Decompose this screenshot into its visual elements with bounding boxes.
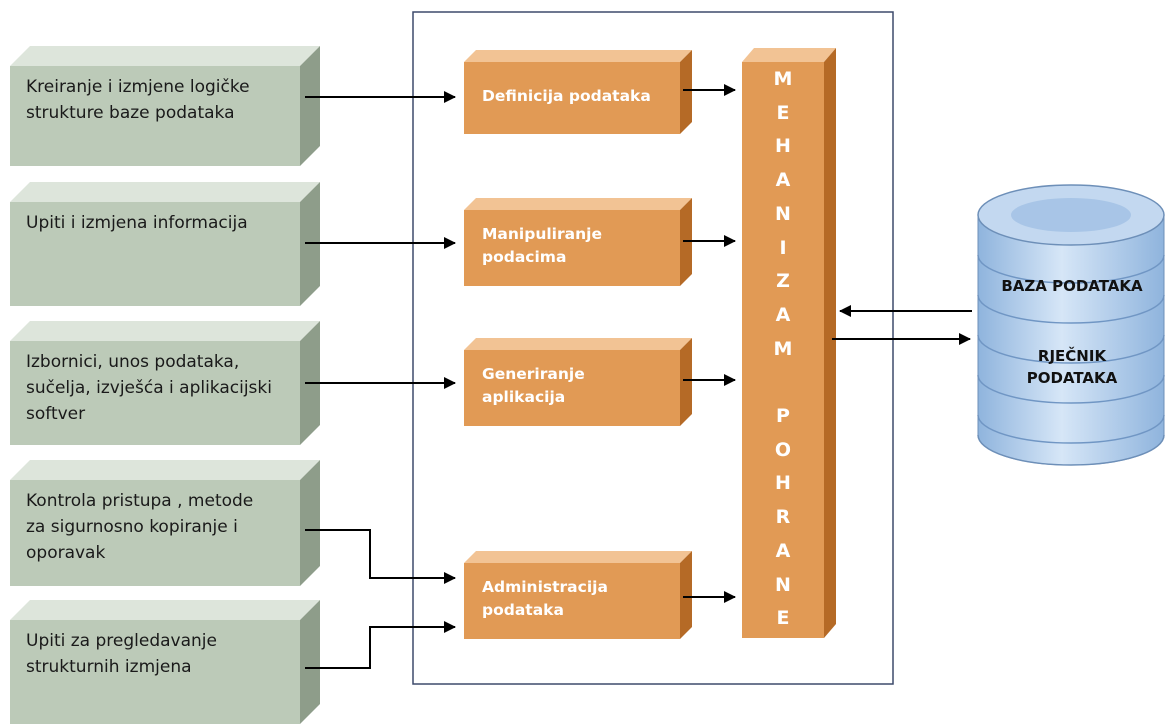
function-label: Generiranje	[482, 365, 585, 383]
function-label: Definicija podataka	[482, 87, 651, 105]
arrow-input5-to-administration	[305, 621, 456, 669]
input-text-line: Kontrola pristupa , metode	[26, 491, 254, 511]
data-dictionary-line: PODATAKA	[1026, 369, 1118, 387]
database-label: BAZA PODATAKA	[1001, 277, 1143, 295]
mechanism-letter: H	[775, 135, 791, 158]
function-box-edges	[464, 50, 692, 639]
arrow-input4-to-administration	[305, 529, 456, 584]
input-box-access-control: Kontrola pristupa , metode za sigurnosno…	[10, 480, 300, 586]
system-frame	[412, 11, 894, 685]
input-box-edge-top	[10, 460, 320, 480]
input-box-edge-side	[300, 46, 320, 166]
mechanism-letter: E	[776, 607, 790, 630]
input-box-edge-top	[10, 600, 320, 620]
mechanism-letter: E	[776, 101, 790, 124]
function-box-edge-top	[464, 198, 692, 210]
input-text-line: Kreiranje i izmjene logičke	[26, 77, 250, 97]
mechanism-top-edge	[742, 48, 836, 62]
function-box-edge-top	[464, 338, 692, 350]
function-box-edge-top	[464, 50, 692, 62]
data-dictionary-line: RJEČNIK	[1037, 347, 1107, 365]
input-text-line: sučelja, izvješća i aplikacijski	[26, 378, 272, 398]
input-text-line: oporavak	[26, 543, 106, 563]
input-box-edge-top	[10, 46, 320, 66]
input-text-line: strukture baze podataka	[26, 103, 235, 123]
function-box-edge-side	[680, 338, 692, 426]
mechanism-letter: A	[775, 169, 791, 192]
input-box-structure-queries: Upiti za pregledavanje strukturnih izmje…	[10, 620, 300, 724]
input-box-logical-structure: Kreiranje i izmjene logičke strukture ba…	[10, 66, 300, 166]
mechanism-letter: A	[775, 303, 791, 326]
input-text-line: za sigurnosno kopiranje i	[26, 517, 238, 537]
input-text-line: softver	[26, 404, 86, 424]
mechanism-letter: P	[776, 405, 790, 427]
function-label: Manipuliranje	[482, 225, 602, 243]
mechanism-letter: M	[773, 337, 793, 360]
data-dictionary-label: RJEČNIK PODATAKA	[980, 345, 1164, 389]
mechanism-letter: H	[775, 472, 791, 495]
function-box-edge-side	[680, 551, 692, 639]
input-text-line: Izbornici, unos podataka,	[26, 352, 240, 372]
function-box-edge-side	[680, 50, 692, 134]
input-text-line: Upiti za pregledavanje	[26, 631, 217, 651]
function-data-administration: Administracija podataka	[464, 563, 680, 639]
mechanism-letter: O	[774, 438, 792, 461]
function-label: Administracija	[482, 578, 608, 596]
function-box-edge-top	[464, 551, 692, 563]
mechanism-letter: I	[779, 236, 787, 259]
input-box-queries: Upiti i izmjena informacija	[10, 202, 300, 306]
mechanism-letter: Z	[776, 270, 790, 293]
input-box-edges	[10, 46, 320, 724]
mechanism-letter: N	[775, 202, 791, 225]
function-label: podacima	[482, 248, 567, 266]
input-text-line: Upiti i izmjena informacija	[26, 213, 248, 233]
function-data-definition: Definicija podataka	[464, 62, 680, 134]
function-data-manipulation: Manipuliranje podacima	[464, 210, 680, 286]
input-box-edge-top	[10, 182, 320, 202]
function-application-generation: Generiranje aplikacija	[464, 350, 680, 426]
mechanism-side-edge	[824, 48, 836, 638]
input-box-edge-top	[10, 321, 320, 341]
input-box-menus: Izbornici, unos podataka, sučelja, izvje…	[10, 341, 300, 445]
input-box-edge-side	[300, 600, 320, 724]
mechanism-letter: M	[773, 68, 793, 90]
mechanism-letter: N	[775, 573, 791, 596]
connector-arrows	[305, 84, 972, 669]
function-label: podataka	[482, 601, 564, 619]
database-cylinder	[977, 184, 1165, 466]
input-box-edge-side	[300, 460, 320, 586]
input-text-line: strukturnih izmjena	[26, 657, 192, 677]
function-label: aplikacija	[482, 388, 566, 406]
mechanism-letter: R	[775, 506, 791, 529]
mechanism-letter: A	[775, 539, 791, 562]
